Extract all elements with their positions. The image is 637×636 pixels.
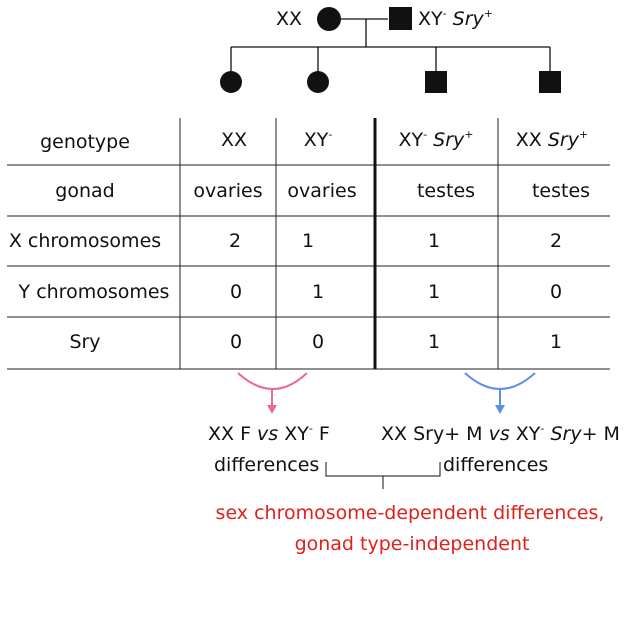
left-comparison-vs: vs: [257, 423, 279, 445]
cell-sry-4: 1: [549, 331, 563, 353]
father-genotype-sup: -: [442, 7, 447, 20]
cell-gonad-4: testes: [531, 180, 591, 202]
right-comparison-gene: Sry: [550, 423, 582, 445]
left-comparison-sup: -: [308, 422, 313, 435]
cell-sry-2: 0: [311, 331, 325, 353]
cell-sry-3: 1: [427, 331, 441, 353]
cell-y-2: 1: [311, 281, 325, 303]
col-header-3: XY- Sry+: [398, 128, 474, 151]
offspring-male-2-symbol: [539, 71, 561, 93]
father-genotype: XY- Sry+: [418, 7, 493, 30]
offspring-female-1-symbol: [220, 71, 242, 93]
pedigree-lines: [230, 18, 551, 72]
row-label-y-chromosomes: Y chromosomes: [18, 281, 170, 303]
right-comparison-part2: XY: [509, 423, 541, 445]
left-comparison-part1: XX F: [208, 423, 258, 445]
row-label-sry: Sry: [69, 331, 101, 353]
conclusion-line1: sex chromosome-dependent differences,: [215, 502, 605, 524]
col-header-4-gene-sup: +: [579, 128, 589, 141]
cell-gonad-2: ovaries: [287, 180, 357, 202]
offspring-male-1-symbol: [425, 71, 447, 93]
table-grid: [7, 118, 610, 370]
cell-x-3: 1: [427, 230, 441, 252]
col-header-3-gene: Sry: [433, 129, 465, 151]
left-comparison-line2: differences: [214, 454, 320, 476]
father-genotype-base: XY: [418, 8, 443, 30]
right-comparison-line2: differences: [443, 454, 549, 476]
col-header-1: XX: [221, 131, 247, 150]
cell-gonad-1: ovaries: [193, 180, 263, 202]
right-comparison-part1: XX Sry+ M: [381, 423, 489, 445]
conclusion-line2: gonad type-independent: [294, 533, 530, 555]
row-label-genotype: genotype: [40, 131, 130, 153]
left-arrow-head: [267, 405, 277, 414]
cell-y-4: 0: [549, 281, 563, 303]
cell-gonad-3: testes: [416, 180, 476, 202]
cell-y-1: 0: [229, 281, 243, 303]
cell-x-4: 2: [549, 230, 563, 252]
cell-sry-1: 0: [229, 331, 243, 353]
col-header-4-base: XX: [515, 129, 542, 151]
cell-y-3: 1: [427, 281, 441, 303]
left-arc: [237, 372, 308, 390]
left-comparison-line1: XX F vs XY- F: [208, 422, 330, 445]
col-header-2-sup: -: [328, 128, 333, 141]
col-header-2: XY-: [303, 128, 333, 151]
left-comparison-part3: F: [312, 423, 330, 445]
col-header-3-sup: -: [423, 128, 428, 141]
father-male-symbol: [389, 7, 412, 30]
right-comparison-sup: -: [540, 422, 545, 435]
col-header-2-base: XY: [303, 129, 329, 151]
offspring-female-2-symbol: [307, 71, 329, 93]
right-arrow-head: [495, 405, 505, 414]
mother-female-symbol: [317, 7, 341, 31]
col-header-4-gene: Sry: [547, 129, 579, 151]
col-header-4: XX Sry+: [515, 128, 589, 151]
cell-x-1: 2: [228, 230, 242, 252]
right-arc: [464, 372, 536, 390]
left-comparison-part2: XY: [278, 423, 309, 445]
right-comparison-vs: vs: [488, 423, 510, 445]
mother-genotype: XX: [276, 8, 303, 30]
row-label-x-chromosomes: X chromosomes: [8, 230, 162, 252]
col-header-3-base: XY: [398, 129, 424, 151]
col-header-1-base: XX: [220, 129, 248, 151]
right-comparison-line1: XX Sry+ M vs XY- Sry+ M: [381, 422, 620, 445]
col-header-3-gene-sup: +: [464, 128, 474, 141]
right-comparison-part3: + M: [581, 423, 620, 445]
cell-x-2: 1: [301, 230, 315, 252]
father-genotype-gene: Sry: [452, 8, 484, 30]
father-genotype-gene-sup: +: [483, 7, 493, 20]
row-label-gonad: gonad: [55, 180, 115, 202]
bracket: [325, 462, 441, 489]
